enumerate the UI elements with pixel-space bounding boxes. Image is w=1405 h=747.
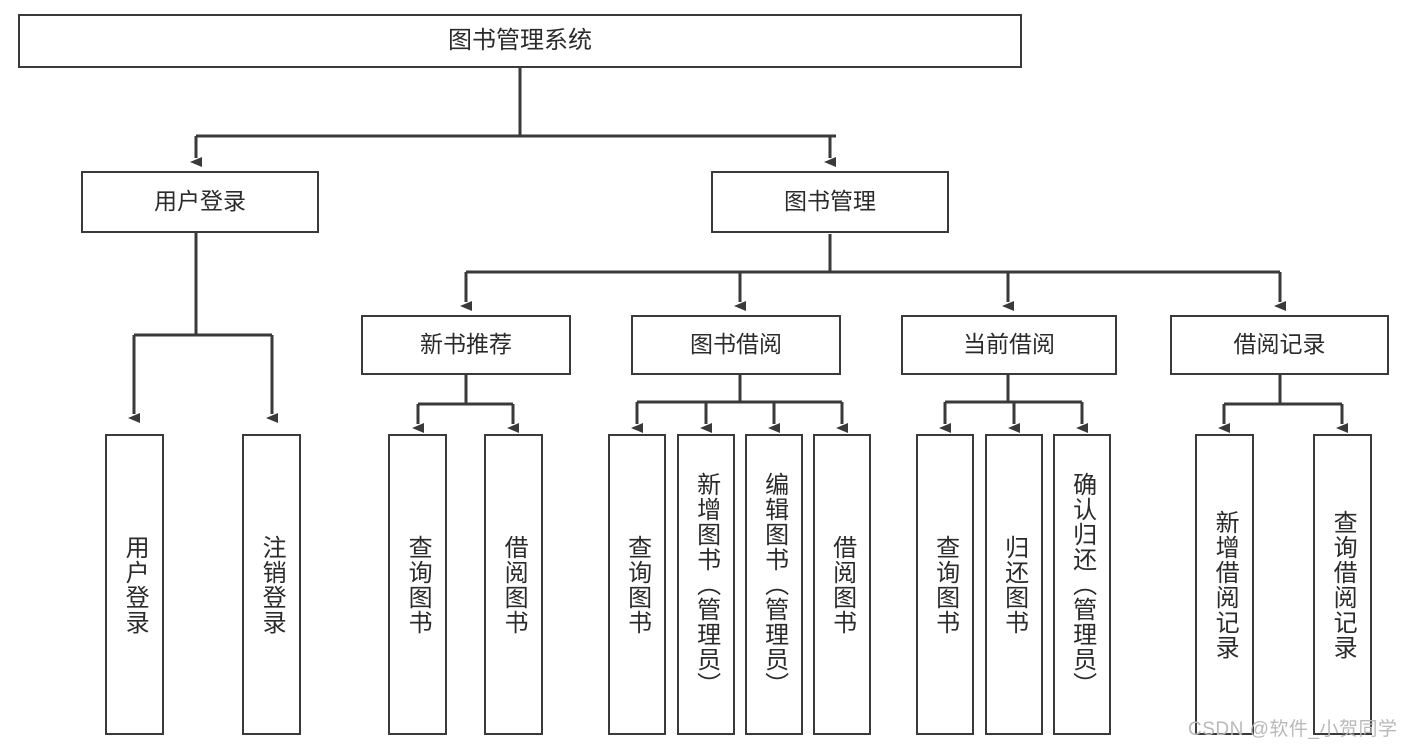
node-label: 查询借阅记录	[1329, 509, 1357, 660]
node-label: 确认归还（管理员）	[1068, 472, 1096, 697]
leaf-cb-query-book[interactable]: 查询图书	[916, 434, 974, 735]
node-new-book-recommend[interactable]: 新书推荐	[361, 315, 571, 375]
node-label: 当前借阅	[963, 331, 1055, 358]
leaf-bb-borrow-book[interactable]: 借阅图书	[813, 434, 871, 735]
leaf-bb-add-book-admin[interactable]: 新增图书（管理员）	[677, 434, 735, 735]
node-label: 图书借阅	[690, 331, 782, 358]
node-label: 借阅记录	[1233, 331, 1326, 358]
node-label: 新书推荐	[420, 331, 512, 358]
leaf-bb-query-book[interactable]: 查询图书	[608, 434, 666, 735]
leaf-cb-confirm-return-admin[interactable]: 确认归还（管理员）	[1053, 434, 1111, 735]
leaf-user-login[interactable]: 用户登录	[105, 434, 164, 735]
node-label: 查询图书	[931, 534, 959, 635]
node-label: 借阅图书	[500, 534, 528, 635]
node-label: 查询图书	[623, 534, 651, 635]
node-root-system[interactable]: 图书管理系统	[18, 14, 1022, 68]
leaf-logout[interactable]: 注销登录	[242, 434, 301, 735]
node-label: 图书管理	[784, 188, 876, 215]
node-current-borrow[interactable]: 当前借阅	[901, 315, 1117, 375]
node-label: 新增图书（管理员）	[692, 472, 720, 697]
node-label: 图书管理系统	[448, 26, 592, 54]
node-user-login[interactable]: 用户登录	[81, 171, 319, 233]
leaf-cb-return-book[interactable]: 归还图书	[985, 434, 1043, 735]
node-label: 新增借阅记录	[1211, 509, 1239, 660]
leaf-nb-query-book[interactable]: 查询图书	[388, 434, 447, 735]
node-label: 用户登录	[121, 534, 149, 635]
csdn-watermark: CSDN @软件_小贺同学	[1188, 719, 1398, 740]
leaf-bb-edit-book-admin[interactable]: 编辑图书（管理员）	[745, 434, 803, 735]
leaf-br-add-record[interactable]: 新增借阅记录	[1195, 434, 1254, 735]
node-label: 归还图书	[1000, 534, 1028, 635]
node-label: 注销登录	[258, 534, 286, 635]
node-borrow-record[interactable]: 借阅记录	[1170, 315, 1389, 375]
leaf-nb-borrow-book[interactable]: 借阅图书	[484, 434, 543, 735]
node-book-manage[interactable]: 图书管理	[711, 171, 949, 233]
node-label: 编辑图书（管理员）	[760, 472, 788, 697]
node-label: 借阅图书	[828, 534, 856, 635]
node-book-borrow[interactable]: 图书借阅	[631, 315, 841, 375]
leaf-br-query-record[interactable]: 查询借阅记录	[1313, 434, 1372, 735]
node-label: 查询图书	[404, 534, 432, 635]
node-label: 用户登录	[154, 188, 246, 215]
